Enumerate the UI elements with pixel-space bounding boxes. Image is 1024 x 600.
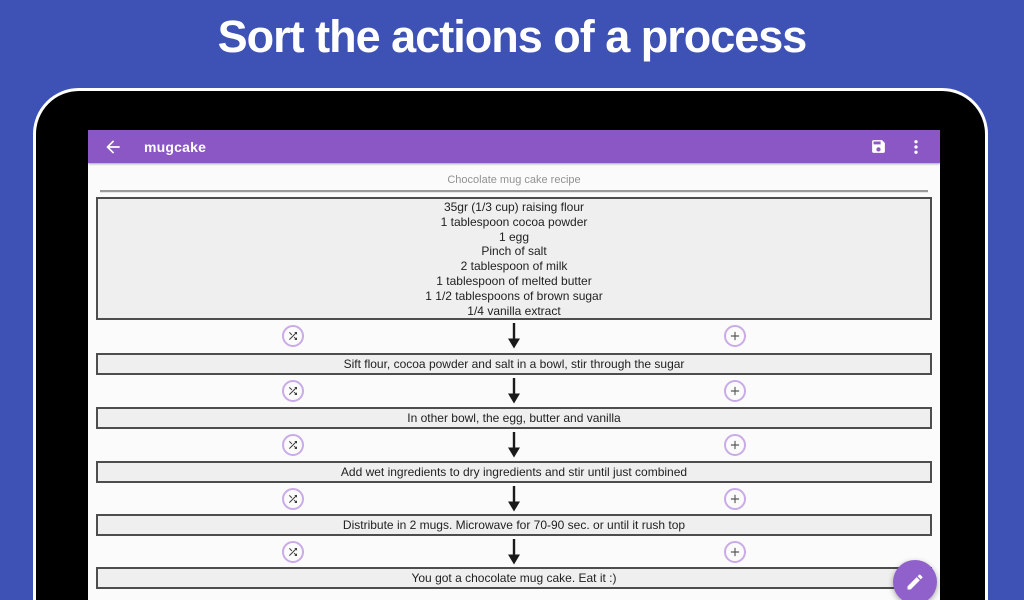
- app-bar-title: mugcake: [144, 138, 207, 155]
- edit-fab-button[interactable]: [893, 560, 937, 600]
- ingredient-line: 1/4 vanilla extract: [467, 303, 561, 318]
- step-box[interactable]: Sift flour, cocoa powder and salt in a b…: [96, 353, 932, 375]
- step-box[interactable]: Distribute in 2 mugs. Microwave for 70-9…: [96, 514, 932, 536]
- step-separator: [88, 429, 940, 461]
- ingredient-line: 2 tablespoon of milk: [460, 259, 568, 274]
- app-bar: mugcake: [88, 130, 940, 163]
- save-button[interactable]: [870, 138, 887, 155]
- pencil-icon: [907, 574, 923, 590]
- step-box[interactable]: Add wet ingredients to dry ingredients a…: [96, 461, 932, 483]
- swap-steps-button[interactable]: [282, 488, 304, 510]
- step-box[interactable]: In other bowl, the egg, butter and vanil…: [96, 407, 932, 429]
- ingredient-line: 1 tablespoon of melted butter: [436, 273, 592, 288]
- ingredient-line: 35gr (1/3 cup) raising flour: [443, 200, 585, 214]
- swap-steps-button[interactable]: [282, 380, 304, 402]
- step-separator: [88, 375, 940, 407]
- ingredient-line: 1 egg: [498, 229, 530, 244]
- step-text: In other bowl, the egg, butter and vanil…: [407, 411, 621, 425]
- overflow-menu-button[interactable]: [907, 138, 925, 156]
- step-text: Distribute in 2 mugs. Microwave for 70-9…: [342, 518, 686, 532]
- arrow-down-icon: [508, 323, 520, 349]
- more-vert-icon: [914, 139, 918, 154]
- plus-icon: [730, 440, 740, 450]
- ingredient-line: Pinch of salt: [481, 244, 547, 259]
- arrow-left-icon: [106, 139, 120, 154]
- title-underline: [100, 190, 928, 193]
- arrow-down-icon: [508, 486, 520, 512]
- step-separator: [88, 483, 940, 515]
- step-text: Add wet ingredients to dry ingredients a…: [340, 465, 688, 479]
- plus-icon: [730, 547, 740, 557]
- add-step-button[interactable]: [724, 541, 746, 563]
- plus-icon: [730, 494, 740, 504]
- ingredient-line: 1 1/2 tablespoons of brown sugar: [425, 288, 603, 303]
- arrow-down-icon: [508, 432, 520, 458]
- shuffle-icon: [289, 332, 297, 340]
- banner-title: Sort the actions of a process: [217, 11, 808, 62]
- swap-steps-button[interactable]: [282, 325, 304, 347]
- recipe-title-text: Chocolate mug cake recipe: [447, 174, 581, 186]
- ingredients-box[interactable]: 35gr (1/3 cup) raising flour 1 tablespoo…: [96, 197, 932, 320]
- tablet-frame: mugcake Chocolate mug cake re: [33, 88, 988, 600]
- shuffle-icon: [289, 495, 297, 503]
- add-step-button[interactable]: [724, 434, 746, 456]
- arrow-down-icon: [508, 378, 520, 404]
- swap-steps-button[interactable]: [282, 541, 304, 563]
- arrow-down-icon: [508, 539, 520, 565]
- plus-icon: [730, 386, 740, 396]
- back-button[interactable]: [103, 137, 123, 157]
- step-separator: [88, 536, 940, 568]
- shuffle-icon: [289, 548, 297, 556]
- save-icon: [872, 140, 885, 153]
- swap-steps-button[interactable]: [282, 434, 304, 456]
- add-step-button[interactable]: [724, 380, 746, 402]
- step-text: Sift flour, cocoa powder and salt in a b…: [343, 357, 685, 371]
- app-screen: mugcake Chocolate mug cake re: [88, 130, 940, 600]
- plus-icon: [730, 331, 740, 341]
- step-box[interactable]: You got a chocolate mug cake. Eat it :): [96, 567, 932, 589]
- step-text: You got a chocolate mug cake. Eat it :): [411, 571, 617, 585]
- add-step-button[interactable]: [724, 325, 746, 347]
- step-separator: [88, 320, 940, 352]
- shuffle-icon: [289, 441, 297, 449]
- add-step-button[interactable]: [724, 488, 746, 510]
- recipe-title-field[interactable]: Chocolate mug cake recipe: [100, 174, 928, 193]
- shuffle-icon: [289, 387, 297, 395]
- ingredient-line: 1 tablespoon cocoa powder: [440, 214, 588, 229]
